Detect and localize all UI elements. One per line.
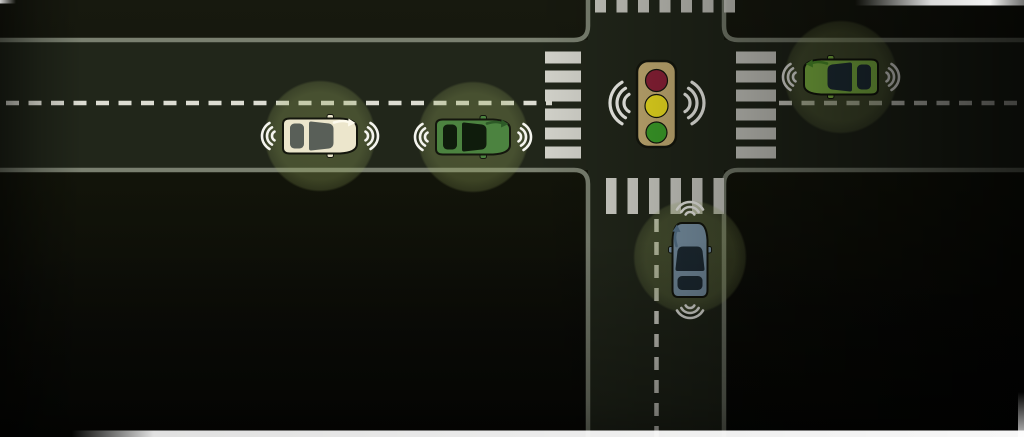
edge-highlight-bottom (0, 430, 1024, 437)
edge-highlight-top-right (855, 0, 1024, 6)
edge-highlight-right (1018, 392, 1024, 437)
edge-highlight-top-left (0, 0, 16, 4)
